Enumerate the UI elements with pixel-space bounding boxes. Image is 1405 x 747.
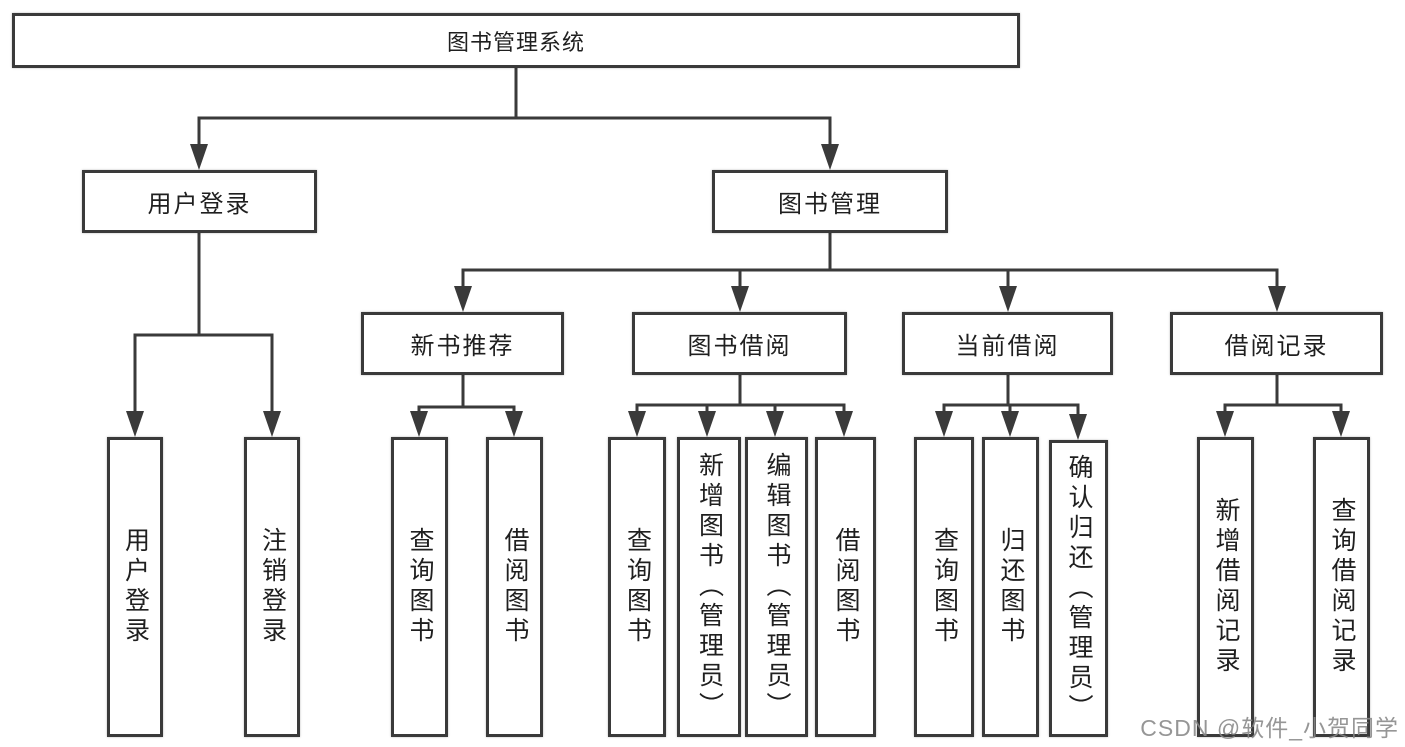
node-label: 注销登录 xyxy=(258,527,287,647)
arrowhead-icon xyxy=(263,411,281,437)
arrowhead-icon xyxy=(628,411,646,437)
arrowhead-icon xyxy=(935,411,953,437)
node-leaf-query-books-2: 查询图书 xyxy=(608,437,666,737)
node-label: 图书借阅 xyxy=(687,333,792,360)
node-label: 借阅记录 xyxy=(1224,333,1329,360)
node-leaf-edit-books-admin: 编辑图书（管理员） xyxy=(745,437,808,737)
node-label: 用户登录 xyxy=(121,527,150,647)
node-leaf-borrow-books-1: 借阅图书 xyxy=(486,437,543,737)
watermark: CSDN @软件_小贺同学 xyxy=(1140,715,1399,741)
node-label: 借阅图书 xyxy=(832,527,860,647)
node-label: 归还图书 xyxy=(997,527,1025,647)
arrowhead-icon xyxy=(766,411,784,437)
node-leaf-add-books-admin: 新增图书（管理员） xyxy=(677,437,741,737)
node-book-borrowing: 图书借阅 xyxy=(632,312,847,375)
arrowhead-icon xyxy=(835,411,853,437)
node-leaf-query-books-1: 查询图书 xyxy=(391,437,448,737)
arrowhead-icon xyxy=(999,286,1017,312)
arrowhead-icon xyxy=(821,144,839,170)
arrowhead-icon xyxy=(126,411,144,437)
arrowhead-icon xyxy=(1268,286,1286,312)
node-label: 查询图书 xyxy=(623,527,652,647)
node-leaf-query-borrow-record: 查询借阅记录 xyxy=(1313,437,1370,737)
arrowhead-icon xyxy=(190,144,208,170)
node-label: 图书管理 xyxy=(778,191,882,218)
node-leaf-user-login: 用户登录 xyxy=(107,437,163,737)
node-label: 新增图书（管理员） xyxy=(695,452,724,722)
node-leaf-return-books: 归还图书 xyxy=(982,437,1039,737)
node-current-borrowing: 当前借阅 xyxy=(902,312,1113,375)
node-leaf-query-books-3: 查询图书 xyxy=(914,437,974,737)
node-label: 新书推荐 xyxy=(410,333,515,360)
node-leaf-confirm-return-admin: 确认归还（管理员） xyxy=(1049,440,1108,737)
arrowhead-icon xyxy=(454,286,472,312)
node-label: 查询图书 xyxy=(930,527,959,647)
node-book-management-module: 图书管理 xyxy=(712,170,948,233)
arrowhead-icon xyxy=(1069,414,1087,440)
arrowhead-icon xyxy=(410,411,428,437)
arrowhead-icon xyxy=(731,286,749,312)
arrowhead-icon xyxy=(1332,411,1350,437)
node-leaf-logout: 注销登录 xyxy=(244,437,300,737)
node-label: 编辑图书（管理员） xyxy=(763,452,791,722)
node-label: 当前借阅 xyxy=(955,333,1060,360)
node-label: 查询借阅记录 xyxy=(1328,497,1356,677)
node-borrowing-records: 借阅记录 xyxy=(1170,312,1383,375)
arrowhead-icon xyxy=(698,411,716,437)
node-label: 新增借阅记录 xyxy=(1212,497,1240,677)
node-label: 用户登录 xyxy=(147,191,252,218)
node-label: 借阅图书 xyxy=(501,527,529,647)
arrowhead-icon xyxy=(1001,411,1019,437)
node-user-login-module: 用户登录 xyxy=(82,170,317,233)
node-label: 查询图书 xyxy=(406,527,434,647)
node-leaf-add-borrow-record: 新增借阅记录 xyxy=(1197,437,1254,737)
arrowhead-icon xyxy=(1216,411,1234,437)
node-label: 图书管理系统 xyxy=(446,29,585,55)
arrowhead-icon xyxy=(505,411,523,437)
node-new-book-recommend: 新书推荐 xyxy=(361,312,564,375)
node-leaf-borrow-books-2: 借阅图书 xyxy=(815,437,876,737)
node-root: 图书管理系统 xyxy=(12,13,1020,68)
node-label: 确认归还（管理员） xyxy=(1065,453,1093,724)
